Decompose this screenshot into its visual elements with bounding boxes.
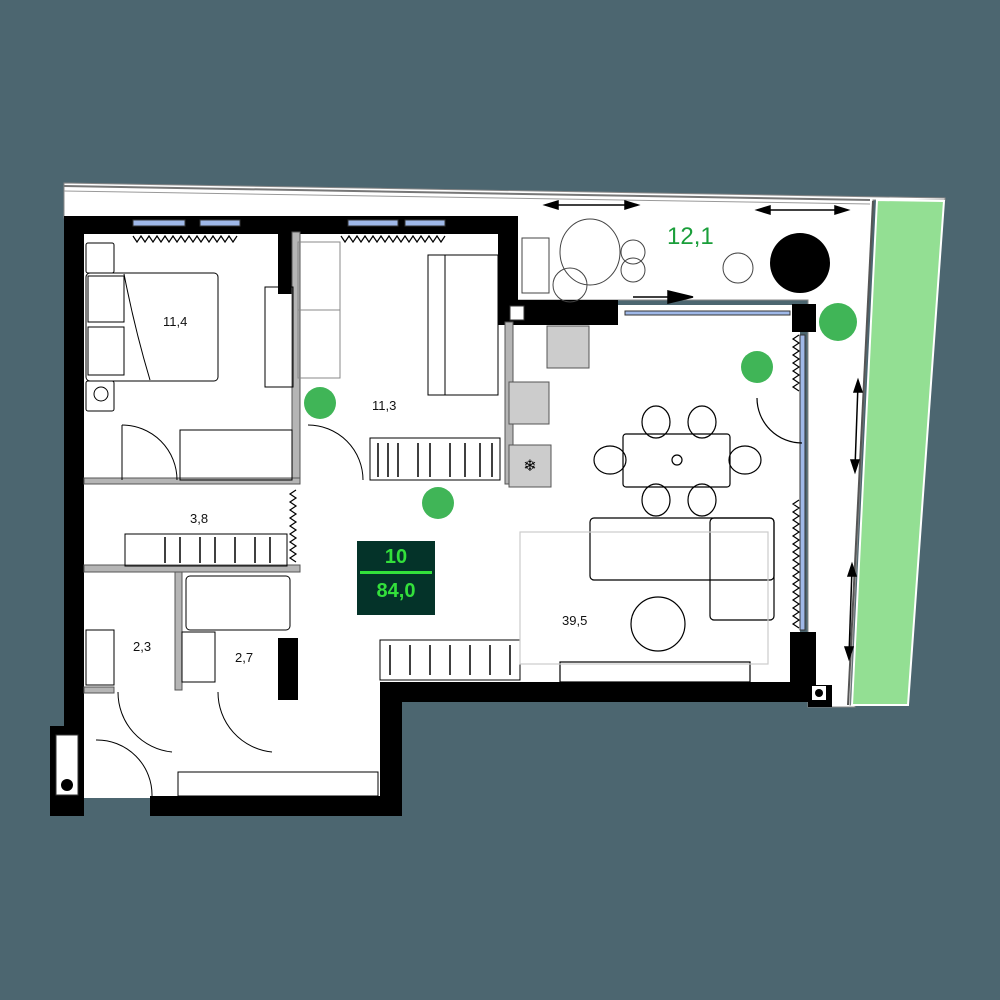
room-area-hallway: 3,8 bbox=[190, 511, 209, 526]
room-area-toilet: 2,3 bbox=[133, 639, 152, 654]
fridge-icon: ❄ bbox=[523, 458, 536, 475]
lawn bbox=[850, 198, 946, 706]
windows bbox=[132, 219, 806, 631]
terrace-area: 12,1 bbox=[667, 223, 714, 250]
plants bbox=[304, 303, 857, 519]
room-area-bedroom-main: 11,4 bbox=[163, 314, 188, 329]
badge-divider bbox=[360, 571, 432, 574]
apartment-number: 10 bbox=[384, 546, 408, 568]
apartment-total-area: 84,0 bbox=[376, 580, 416, 602]
room-area-bathroom: 2,7 bbox=[235, 650, 254, 665]
room-area-bedroom-kids: 11,3 bbox=[372, 398, 397, 413]
apartment-badge: 10 84,0 bbox=[357, 541, 435, 615]
fire-pit bbox=[770, 233, 830, 293]
room-area-living-kitchen: 39,5 bbox=[562, 613, 588, 628]
